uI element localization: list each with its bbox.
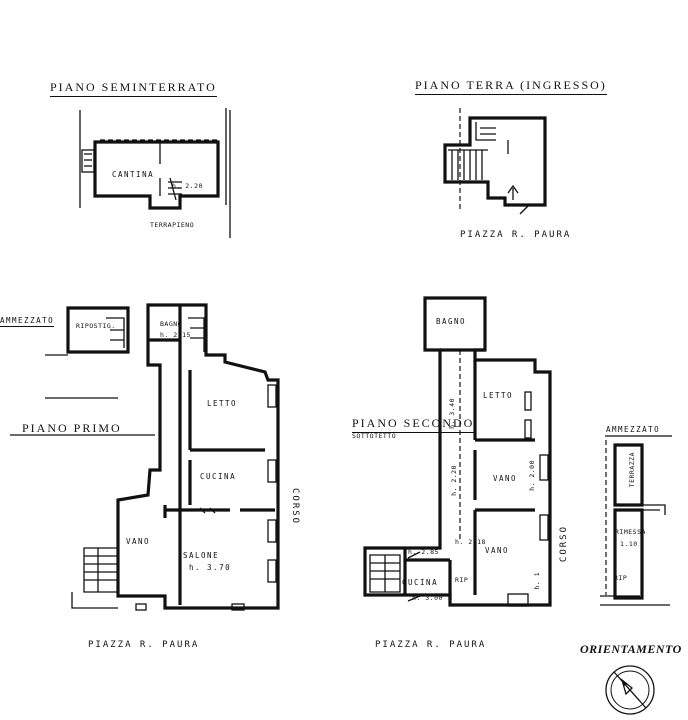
street-secondo: PIAZZA R. PAURA xyxy=(375,640,487,650)
height-cantina: h. 2.20 xyxy=(172,182,203,190)
room-cucina-primo: CUCINA xyxy=(200,472,237,481)
plan-terra xyxy=(443,108,547,215)
room-bagno-primo: BAGNO xyxy=(160,320,183,328)
room-rimessa: RIMESSA xyxy=(615,528,646,536)
room-salone: SALONE xyxy=(183,551,220,560)
plan-primo xyxy=(10,303,280,611)
ammezzato-left-title: AMMEZZATO xyxy=(0,316,55,327)
floor-subtitle-secondo: SOTTOTETTO xyxy=(352,432,397,440)
height-f-secondo: h. 3.00 xyxy=(412,594,443,602)
room-vano-lower-secondo: VANO xyxy=(485,546,510,555)
floor-title-seminterrato: PIANO SEMINTERRATO xyxy=(50,80,217,97)
height-b-secondo: h. 2.20 xyxy=(450,465,458,496)
height-g-secondo: h. 1 xyxy=(533,572,541,590)
street-primo: PIAZZA R. PAURA xyxy=(88,640,200,650)
room-rip-secondo: RIP xyxy=(455,576,469,584)
room-terrazza: TERRAZZA xyxy=(628,452,636,488)
plan-ammezzato-left xyxy=(45,306,130,356)
floor-title-primo: PIANO PRIMO xyxy=(22,421,122,435)
height-e-secondo: h. 2.85 xyxy=(408,548,439,556)
street-corso-secondo: CORSO xyxy=(559,525,569,563)
height-c-secondo: h. 2.00 xyxy=(528,460,536,491)
room-letto-primo: LETTO xyxy=(207,399,238,408)
plan-seminterrato xyxy=(79,108,231,238)
height-d-secondo: h. 2.18 xyxy=(455,538,486,546)
ammezzato-right-title: AMMEZZATO xyxy=(606,425,661,434)
room-vano-primo: VANO xyxy=(126,537,151,546)
room-ripostiglio: RIPOSTIG. xyxy=(76,322,116,330)
height-bagno-primo: h. 2.15 xyxy=(160,331,191,339)
street-corso-primo: CORSO xyxy=(290,488,300,526)
orientamento-label: ORIENTAMENTO xyxy=(580,642,682,656)
floor-title-secondo: PIANO SECONDO xyxy=(352,416,475,433)
room-rip-ammezzato: RIP xyxy=(614,574,628,582)
room-cantina: CANTINA xyxy=(112,170,155,179)
street-terra: PIAZZA R. PAURA xyxy=(460,230,572,240)
note-terrapieno: TERRAPIENO xyxy=(150,221,195,229)
room-bagno-secondo: BAGNO xyxy=(436,317,467,326)
room-letto-secondo: LETTO xyxy=(483,391,514,400)
height-rimessa: 1.10 xyxy=(620,540,638,548)
plan-ammezzato-right xyxy=(600,435,672,606)
room-cucina-secondo: CUCINA xyxy=(402,578,439,587)
height-salone: h. 3.70 xyxy=(189,563,232,572)
floor-title-terra: PIANO TERRA (INGRESSO) xyxy=(415,78,607,95)
compass-icon xyxy=(605,665,655,715)
plan-secondo xyxy=(363,296,552,607)
room-vano-upper-secondo: VANO xyxy=(493,474,518,483)
